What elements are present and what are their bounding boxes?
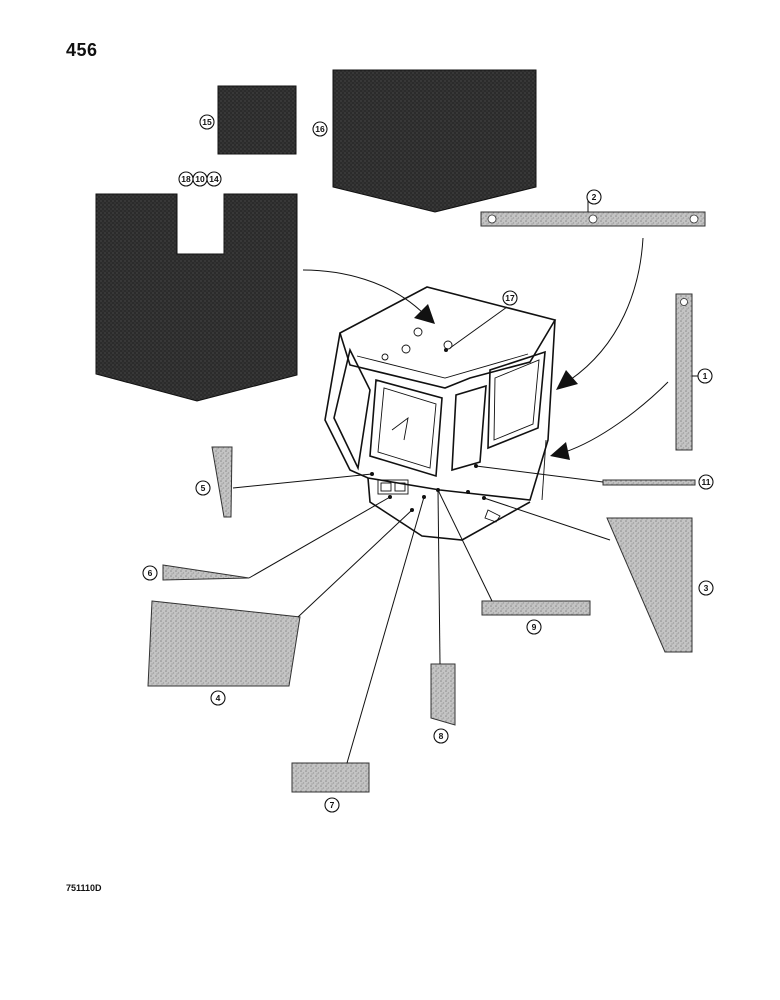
operator-cab xyxy=(324,286,557,541)
pad-15 xyxy=(217,85,297,155)
callout-11: 11 xyxy=(698,474,714,490)
callout-6: 6 xyxy=(142,565,158,581)
svg-text:15: 15 xyxy=(202,117,212,127)
svg-text:3: 3 xyxy=(704,583,709,593)
leader-lines xyxy=(232,198,704,764)
pad-16 xyxy=(332,69,537,213)
callout-2: 2 xyxy=(586,189,602,205)
callout-17: 17 xyxy=(502,290,518,306)
callout-9: 9 xyxy=(526,619,542,635)
callout-18: 18 xyxy=(178,171,194,187)
svg-text:18: 18 xyxy=(181,174,191,184)
pad-5 xyxy=(211,446,233,518)
strip-2 xyxy=(480,211,706,227)
callout-5: 5 xyxy=(195,480,211,496)
pad-3 xyxy=(606,517,693,653)
svg-text:1: 1 xyxy=(703,371,708,381)
pad-4 xyxy=(147,600,301,687)
pad-9 xyxy=(481,600,591,616)
callout-8: 8 xyxy=(433,728,449,744)
callout-4: 4 xyxy=(210,690,226,706)
svg-text:2: 2 xyxy=(592,192,597,202)
svg-text:7: 7 xyxy=(330,800,335,810)
svg-text:17: 17 xyxy=(505,293,515,303)
pad-8 xyxy=(430,663,456,726)
svg-text:9: 9 xyxy=(532,622,537,632)
callout-3: 3 xyxy=(698,580,714,596)
figure-code: 751110D xyxy=(66,883,102,893)
callout-16: 16 xyxy=(312,121,328,137)
page-number: 456 xyxy=(66,40,98,60)
svg-text:16: 16 xyxy=(315,124,325,134)
callout-14: 14 xyxy=(206,171,222,187)
strip-11 xyxy=(602,479,696,486)
svg-text:6: 6 xyxy=(148,568,153,578)
svg-text:10: 10 xyxy=(195,174,205,184)
pad-7 xyxy=(291,762,370,793)
svg-text:11: 11 xyxy=(702,477,711,487)
callout-7: 7 xyxy=(324,797,340,813)
callout-10: 10 xyxy=(192,171,208,187)
svg-text:8: 8 xyxy=(439,731,444,741)
arrows xyxy=(302,237,669,460)
strip-1 xyxy=(675,293,693,451)
pad-18-10-14 xyxy=(95,193,298,402)
svg-text:4: 4 xyxy=(216,693,221,703)
svg-text:5: 5 xyxy=(201,483,206,493)
svg-text:14: 14 xyxy=(209,174,219,184)
callout-15: 15 xyxy=(199,114,215,130)
callout-1: 1 xyxy=(697,368,713,384)
pad-6 xyxy=(162,564,250,581)
